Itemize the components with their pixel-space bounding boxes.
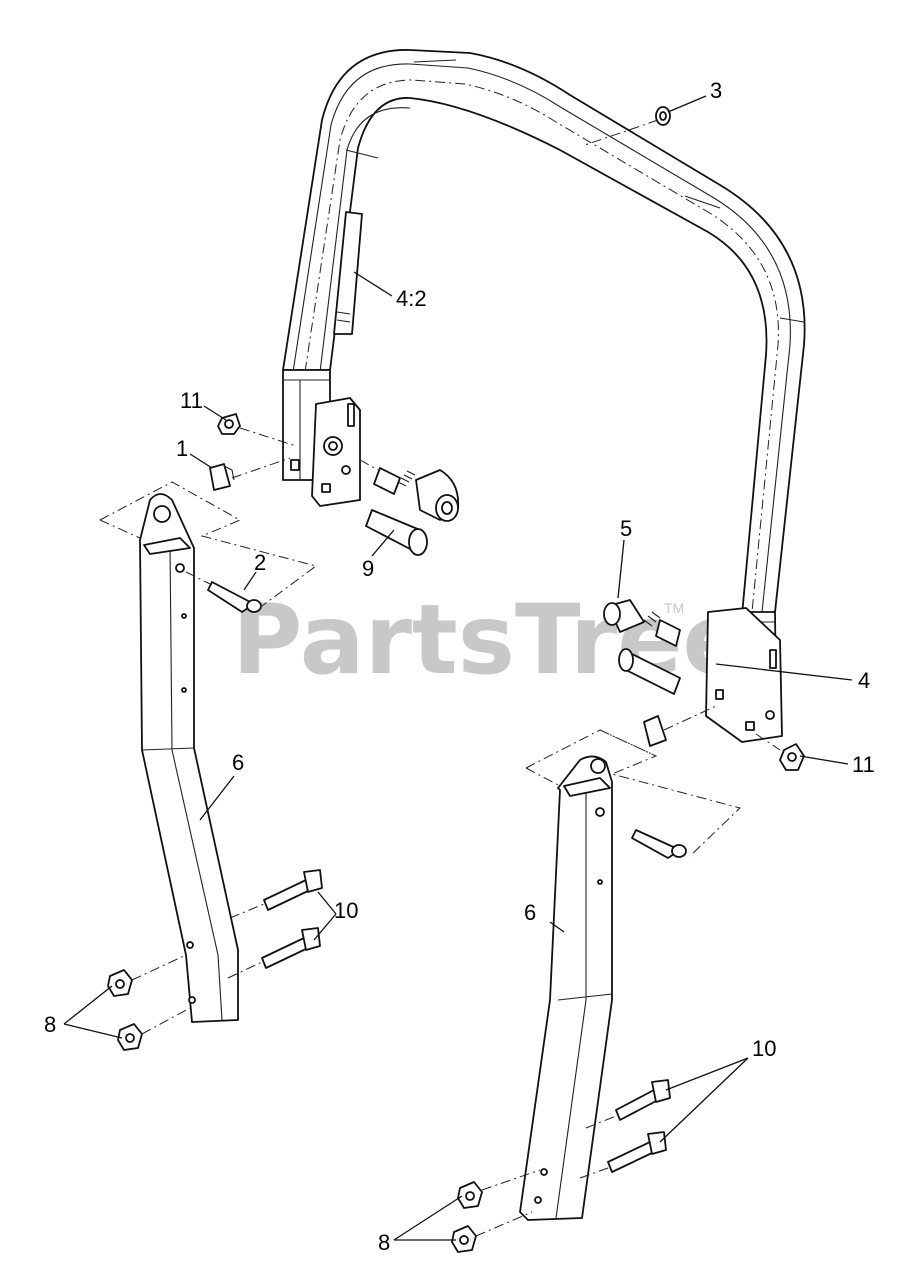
pin-knob-right [603,599,681,647]
mount-outline-right [525,729,741,857]
spacer-left [185,571,262,613]
callout-nuts-left: 8 [44,1012,56,1037]
pivot-pin-right [618,648,681,695]
callout-washer-top: 3 [710,78,722,103]
clip-right [643,705,717,747]
nut-right [755,733,805,771]
washer-top [584,106,671,146]
mount-outline-left [99,481,318,607]
callout-upright-right: 6 [524,900,536,925]
nuts-right [451,1169,541,1253]
callout-clip-left: 1 [176,436,188,461]
callout-bolts-left: 10 [334,898,358,923]
clip-left [209,457,291,491]
callout-nut-right: 11 [852,752,875,777]
callout-pivot-pin-right: 4 [858,668,870,693]
bolts-left [227,869,323,979]
trademark-mark: TM [664,600,684,616]
pin-knob-left [359,459,460,522]
upright-right [519,755,613,1221]
bolts-right [579,1079,671,1179]
nuts-left [107,954,191,1051]
callout-pin-right: 5 [620,516,632,541]
callout-nuts-right: 8 [378,1230,390,1255]
pivot-pin-left [365,509,428,556]
roll-bar-hoop [282,49,806,743]
upright-left [139,493,239,1023]
callout-pin-left: 9 [362,556,374,581]
callout-spacer-left: 2 [254,550,266,575]
callout-upright-left: 6 [232,750,244,775]
callouts: 3 4:2 11 1 2 9 5 4 11 6 6 10 10 8 8 [44,78,875,1255]
callout-decal: 4:2 [396,286,427,311]
callout-nut-upper-left: 11 [180,388,203,413]
callout-bolts-right: 10 [752,1036,776,1061]
spacer-right [631,829,687,859]
leader-lines [63,95,853,1241]
